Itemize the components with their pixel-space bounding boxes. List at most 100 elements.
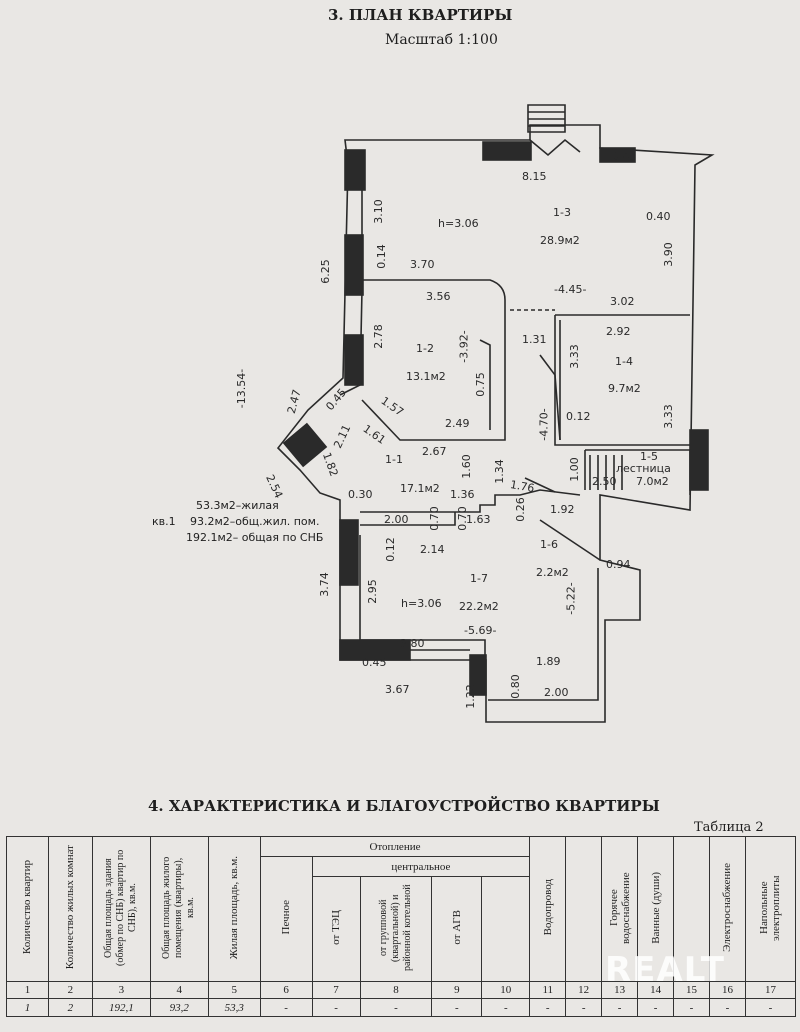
table-cell: - (259, 998, 313, 1017)
table-cell: - (481, 998, 531, 1017)
col-header-7: от ТЭЦ (311, 876, 361, 982)
dim-label: 0.40 (646, 210, 671, 223)
table-row: 1 2 192,1 93,2 53,3 - - - - - - - - - - … (6, 998, 797, 1017)
col-number: 6 (259, 981, 313, 999)
dim-label: 1.36 (450, 488, 475, 501)
summary-apt: кв.1 (152, 515, 176, 528)
dim-label: 1.34 (492, 459, 506, 484)
door-1-4 (539, 354, 561, 441)
table-cell: 192,1 (91, 998, 151, 1017)
watermark-logo: REALT (605, 950, 725, 990)
table-cell: 2 (47, 998, 93, 1017)
dim-label: 1.60 (459, 454, 473, 479)
summary-living: 53.3м2–жилая (196, 499, 279, 512)
dim-label: 8.15 (522, 170, 547, 183)
col-number: 8 (359, 981, 433, 999)
dim-label: -4.70- (537, 408, 551, 441)
dim-label: 3.80 (400, 637, 425, 650)
room-number: 1-7 (470, 572, 488, 585)
table-cell: - (673, 998, 710, 1017)
col-number: 5 (207, 981, 261, 999)
room-area: 2.2м2 (536, 566, 569, 579)
plan-scale: Масштаб 1:100 (385, 32, 498, 48)
dim-label: 6.25 (318, 259, 332, 284)
table-cell: - (311, 998, 361, 1017)
dim-label: 3.56 (426, 290, 451, 303)
dim-label: 1.92 (550, 503, 575, 516)
col-header-1: Количество квартир (6, 836, 49, 982)
room-area: 17.1м2 (400, 482, 440, 495)
room-number: 1-2 (416, 342, 434, 355)
dim-label: 0.12 (383, 537, 397, 562)
table-cell: - (744, 998, 797, 1017)
dim-label: 3.74 (317, 572, 331, 597)
dim-label: 0.12 (566, 410, 591, 423)
summary-total-snb: 192.1м2– общая по СНБ (186, 531, 324, 544)
entry-stairs (527, 104, 566, 133)
dim-label: -13.54- (235, 368, 249, 409)
ceiling-height: h=3.06 (401, 597, 442, 610)
room-number: 1-1 (385, 453, 403, 466)
dim-label: 2.49 (445, 417, 470, 430)
col-header-4: Общая площадь жилого помещения (квартиры… (149, 836, 209, 982)
col-number: 11 (529, 981, 567, 999)
dim-label: -4.45- (554, 283, 587, 296)
dim-label: 0.45 (362, 656, 387, 669)
table-cell: - (565, 998, 603, 1017)
dim-label: 0.45 (612, 150, 637, 163)
dim-label: 2.00 (384, 513, 409, 526)
dim-label: 3.67 (385, 683, 410, 696)
room-number: 1-4 (615, 355, 633, 368)
door-1-1-arc (479, 339, 491, 430)
col-number: 10 (481, 981, 531, 999)
dim-label: 1.31 (522, 333, 547, 346)
table-cell: 93,2 (149, 998, 209, 1017)
col-header-central: центральное (311, 856, 531, 877)
dim-label: 1.22 (463, 684, 477, 709)
partition-stair-steps (589, 455, 623, 490)
col-header-3: Общая площадь здания (обмер по СНБ) квар… (91, 836, 151, 982)
dim-label: -3.92- (457, 330, 471, 363)
col-header-17: Напольные электроплиты (744, 836, 797, 982)
ceiling-height: h=3.06 (438, 217, 479, 230)
dim-label: -5.22- (564, 582, 578, 615)
partition-stairs (584, 449, 691, 495)
stair-label: лестница (616, 462, 671, 475)
dim-label: 0.14 (374, 244, 388, 269)
partition-1-2 (361, 279, 506, 441)
room-area: 22.2м2 (459, 600, 499, 613)
room-area: 9.7м2 (608, 382, 641, 395)
table-cell: - (637, 998, 675, 1017)
dim-label: 1.89 (536, 655, 561, 668)
characteristics-table: Количество квартир Количество жилых комн… (6, 836, 797, 1017)
table-cell: - (708, 998, 746, 1017)
room-area: 13.1м2 (406, 370, 446, 383)
inner-right-lower (488, 568, 599, 701)
dim-label: 3.33 (661, 404, 675, 429)
dim-label: 3.90 (661, 242, 675, 267)
dim-label: 3.10 (371, 199, 385, 224)
dim-label: 2.78 (371, 324, 385, 349)
table-cell: - (529, 998, 567, 1017)
door-1-6 (524, 477, 556, 493)
col-number: 1 (6, 981, 49, 999)
partition-1-6 (539, 519, 601, 561)
dim-label: 0.30 (348, 488, 373, 501)
dim-label: 2.50 (592, 475, 617, 488)
partition-1-1 (360, 489, 581, 513)
dim-label: 1.63 (466, 513, 491, 526)
col-header-6: Печное (259, 856, 313, 982)
col-number: 2 (47, 981, 93, 999)
table-cell: - (601, 998, 639, 1017)
col-header-9: от АГВ (431, 876, 483, 982)
table-cell: 1 (6, 998, 49, 1017)
table-label: Таблица 2 (694, 820, 764, 835)
dim-label: 2.00 (544, 686, 569, 699)
dim-label: 1.00 (567, 457, 581, 482)
dim-label: 2.95 (365, 579, 379, 604)
table-cell: - (431, 998, 483, 1017)
room-area: 28.9м2 (540, 234, 580, 247)
col-header-11: Водопровод (529, 836, 567, 982)
col-header-15 (673, 836, 710, 982)
